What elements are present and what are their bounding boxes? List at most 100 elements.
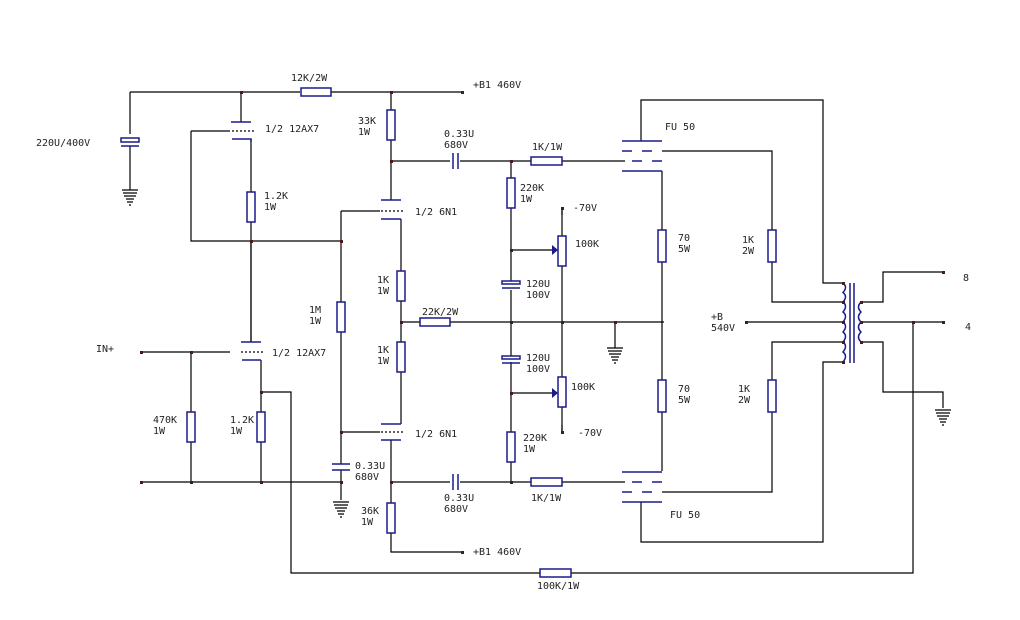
label-fu50-bot: FU 50	[670, 510, 700, 521]
output-transformer	[841, 282, 863, 363]
label-r-1k2w-bot-power: 2W	[738, 395, 751, 406]
resistors	[186, 87, 777, 578]
label-r-1k2w-top-power: 2W	[742, 246, 755, 257]
capacitor-033-bot	[452, 474, 459, 490]
tube-v1b	[241, 341, 264, 361]
label-b-plus-voltage: 540V	[711, 323, 735, 334]
resistor-1k-2w-top	[767, 229, 777, 263]
resistor-1k-grid-top	[530, 156, 563, 166]
tube-fu50-bot	[622, 471, 662, 503]
resistor-33k	[386, 109, 396, 141]
label-r-70-bot-value: 70	[678, 384, 690, 395]
label-r-220k-bot-value: 220K	[523, 433, 547, 444]
label-r-1k2w-top-value: 1K	[742, 235, 754, 246]
label-neg70-top: -70V	[573, 203, 597, 214]
label-out-4: 4	[965, 322, 971, 333]
label-b1-bot: +B1 460V	[473, 547, 521, 558]
wires	[129, 91, 944, 574]
label-r-1k2w-bot-value: 1K	[738, 384, 750, 395]
label-c-033-top-voltage: 680V	[444, 140, 468, 151]
label-r-33k-power: 1W	[358, 127, 371, 138]
tube-v2a	[381, 199, 405, 220]
label-r-36k-value: 36K	[361, 506, 379, 517]
label-r-12k: 12K/2W	[291, 73, 328, 84]
label-c-120-bot-value: 120U	[526, 353, 550, 364]
wiper-arrow-top	[552, 245, 558, 255]
label-r-1k2-bot-power: 1W	[230, 426, 243, 437]
ground-icon	[333, 501, 349, 518]
ground-icon	[607, 347, 623, 364]
label-r-470k-value: 470K	[153, 415, 177, 426]
label-r-1k2-top-value: 1.2K	[264, 191, 288, 202]
resistor-70-top	[657, 229, 667, 263]
label-r-1k-a-power: 1W	[377, 286, 390, 297]
ground-icon	[935, 409, 951, 426]
junctions	[140, 91, 945, 554]
label-c-033-top-value: 0.33U	[444, 129, 474, 140]
label-r-220k-top-power: 1W	[520, 194, 533, 205]
resistor-12k	[300, 87, 332, 97]
tubes	[231, 121, 662, 503]
label-r-1k-a-value: 1K	[377, 275, 389, 286]
grounds	[122, 189, 951, 518]
label-filter-cap: 220U/400V	[36, 138, 90, 149]
capacitor-120u-bot	[501, 355, 521, 364]
label-r-1m-value: 1M	[309, 305, 321, 316]
resistor-220k-bot	[506, 431, 516, 463]
label-in-plus: IN+	[96, 344, 114, 355]
label-c-120-bot-voltage: 100V	[526, 364, 550, 375]
label-v2a: 1/2 6N1	[415, 207, 457, 218]
resistor-470k	[186, 411, 196, 443]
label-v1a: 1/2 12AX7	[265, 124, 319, 135]
label-pot-top: 100K	[575, 239, 599, 250]
resistor-1k-b	[396, 341, 406, 373]
label-r-1k-grid-bot: 1K/1W	[531, 493, 562, 504]
potentiometer-100k-bot	[557, 376, 567, 408]
label-c-033-bot-voltage: 680V	[444, 504, 468, 515]
capacitor-220u	[120, 137, 140, 147]
resistor-1k-2w-bot	[767, 379, 777, 413]
label-r-1k2-bot-value: 1.2K	[230, 415, 254, 426]
label-r-70-bot-power: 5W	[678, 395, 691, 406]
label-r-220k-bot-power: 1W	[523, 444, 536, 455]
resistor-1m	[336, 301, 346, 333]
tube-fu50-top	[622, 140, 662, 172]
label-r-220k-top-value: 220K	[520, 183, 544, 194]
label-c-033-cath-value: 0.33U	[355, 461, 385, 472]
label-r-22k: 22K/2W	[422, 307, 459, 318]
label-r-70-top-power: 5W	[678, 244, 691, 255]
potentiometer-100k-top	[557, 235, 567, 267]
resistor-1k2-top	[246, 191, 256, 223]
label-pot-bot: 100K	[571, 382, 595, 393]
label-c-033-cath-voltage: 680V	[355, 472, 379, 483]
label-r-36k-power: 1W	[361, 517, 374, 528]
wiper-arrow-bot	[552, 388, 558, 398]
resistor-220k-top	[506, 177, 516, 209]
capacitor-033-cath	[332, 463, 350, 471]
label-r-1m-power: 1W	[309, 316, 322, 327]
capacitors	[120, 137, 521, 490]
resistor-22k	[419, 317, 451, 327]
label-out-8: 8	[963, 273, 969, 284]
label-c-033-bot-value: 0.33U	[444, 493, 474, 504]
label-r-470k-power: 1W	[153, 426, 166, 437]
label-b-plus: +B	[711, 312, 723, 323]
label-v2b: 1/2 6N1	[415, 429, 457, 440]
label-neg70-bot: -70V	[578, 428, 602, 439]
label-r-1k-b-power: 1W	[377, 356, 390, 367]
labels: 220U/400V 12K/2W +B1 460V 33K 1W 1/2 12A…	[36, 73, 971, 592]
capacitor-120u-top	[501, 280, 521, 289]
tube-v2b	[381, 423, 405, 441]
label-v1b: 1/2 12AX7	[272, 348, 326, 359]
label-fu50-top: FU 50	[665, 122, 695, 133]
resistor-70-bot	[657, 379, 667, 413]
tube-v1a	[231, 121, 255, 142]
resistor-36k	[386, 502, 396, 534]
resistor-1k-grid-bot	[530, 477, 563, 487]
label-r-1k-b-value: 1K	[377, 345, 389, 356]
resistor-100k-feedback	[539, 568, 572, 578]
label-r-feedback: 100K/1W	[537, 581, 580, 592]
label-r-1k-grid-top: 1K/1W	[532, 142, 563, 153]
capacitor-033-top	[452, 153, 459, 169]
ground-icon	[122, 189, 138, 206]
